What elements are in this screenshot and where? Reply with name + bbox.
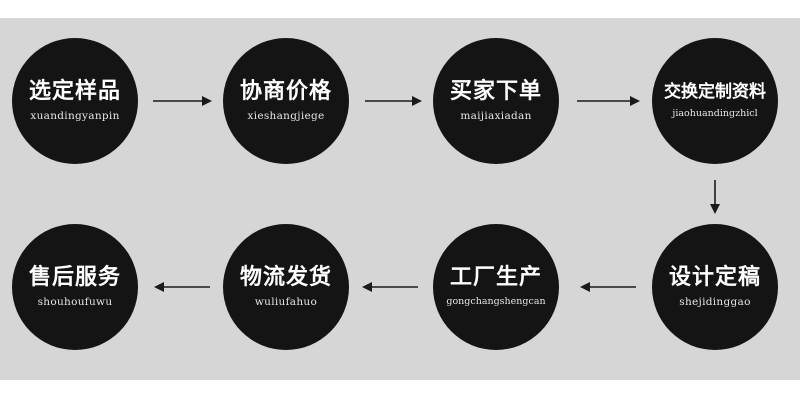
step-title: 选定样品: [28, 78, 121, 104]
step-exchange-custom-info: 交换定制资料 jiaohuandingzhicl: [652, 38, 778, 164]
step-pinyin: gongchangshengcan: [446, 296, 546, 308]
step-buyer-order: 买家下单 maijiaxiadan: [433, 38, 559, 164]
step-title: 设计定稿: [668, 264, 761, 290]
step-pinyin: shouhoufuwu: [37, 295, 113, 308]
step-pinyin: maijiaxiadan: [460, 109, 532, 122]
step-title: 交换定制资料: [664, 81, 766, 102]
step-pinyin: wuliufahuo: [254, 295, 318, 308]
step-negotiate-price: 协商价格 xieshangjiege: [223, 38, 349, 164]
step-pinyin: xuandingyanpin: [30, 109, 120, 122]
step-factory-production: 工厂生产 gongchangshengcan: [433, 224, 559, 350]
step-select-sample: 选定样品 xuandingyanpin: [12, 38, 138, 164]
step-title: 买家下单: [449, 78, 542, 104]
step-title: 物流发货: [239, 264, 332, 290]
step-pinyin: shejidinggao: [679, 295, 751, 308]
step-title: 协商价格: [239, 78, 332, 104]
step-title: 工厂生产: [449, 265, 542, 291]
step-design-finalize: 设计定稿 shejidinggao: [652, 224, 778, 350]
step-after-sales: 售后服务 shouhoufuwu: [12, 224, 138, 350]
step-logistics-shipping: 物流发货 wuliufahuo: [223, 224, 349, 350]
step-pinyin: jiaohuandingzhicl: [672, 107, 758, 119]
step-title: 售后服务: [28, 264, 121, 290]
step-pinyin: xieshangjiege: [247, 109, 325, 122]
